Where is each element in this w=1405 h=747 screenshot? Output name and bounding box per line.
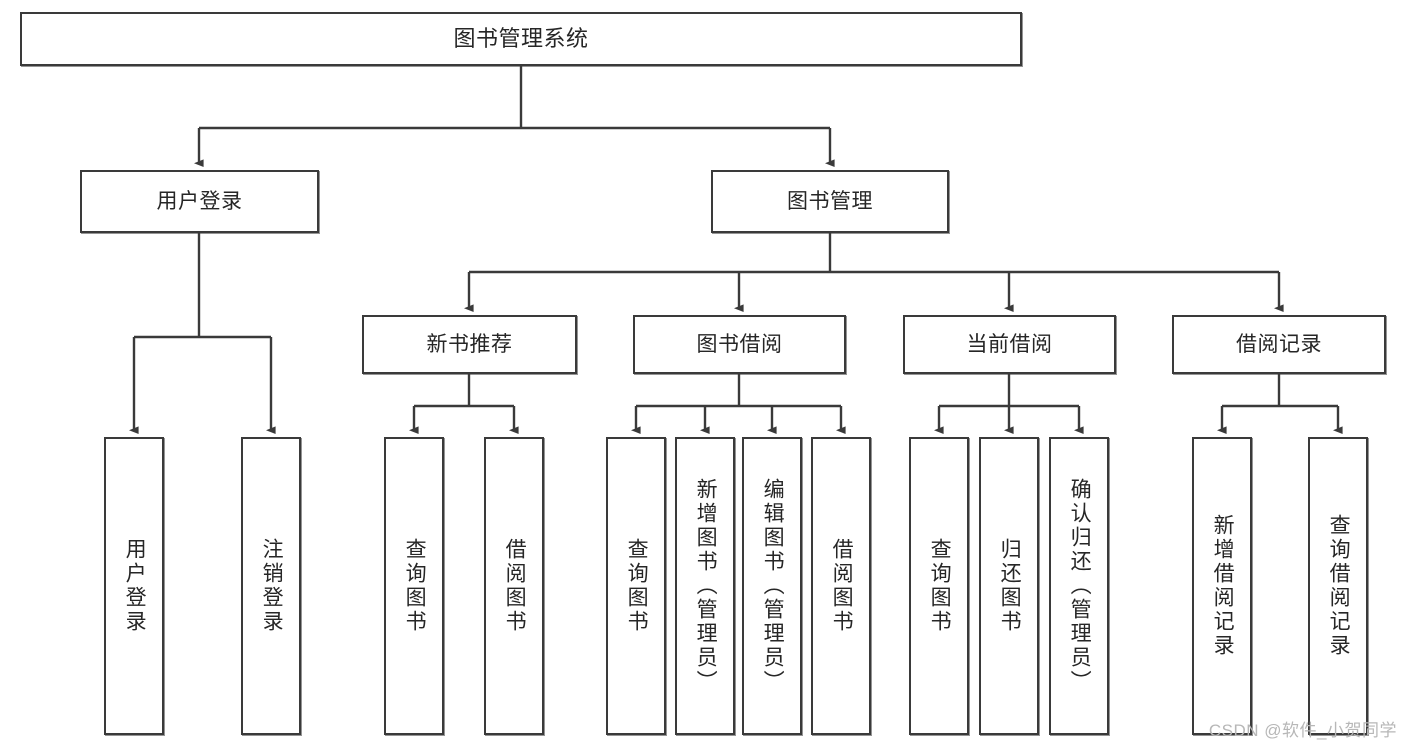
node-book-manage-label: 图书管理 — [787, 189, 873, 213]
node-leaf-add-record[interactable]: 新增借阅记录 — [1192, 437, 1252, 735]
node-leaf-logout-login-label: 注销登录 — [260, 538, 284, 634]
node-leaf-edit-book[interactable]: 编辑图书（管理员） — [742, 437, 802, 735]
node-leaf-query-book-2-label: 查询图书 — [625, 538, 649, 634]
node-leaf-query-book-1-label: 查询图书 — [403, 538, 427, 634]
node-leaf-borrow-book-2-label: 借阅图书 — [830, 538, 854, 634]
node-leaf-logout-login[interactable]: 注销登录 — [241, 437, 301, 735]
node-new-book-recommend[interactable]: 新书推荐 — [362, 315, 577, 374]
node-leaf-add-record-label: 新增借阅记录 — [1211, 514, 1235, 658]
node-leaf-borrow-book-1[interactable]: 借阅图书 — [484, 437, 544, 735]
node-leaf-query-book-2[interactable]: 查询图书 — [606, 437, 666, 735]
node-root-label: 图书管理系统 — [453, 25, 589, 51]
node-book-borrow[interactable]: 图书借阅 — [633, 315, 846, 374]
node-leaf-confirm-return[interactable]: 确认归还（管理员） — [1049, 437, 1109, 735]
node-new-book-recommend-label: 新书推荐 — [426, 332, 513, 356]
node-leaf-query-book-1[interactable]: 查询图书 — [384, 437, 444, 735]
node-leaf-add-book-label: 新增图书（管理员） — [694, 478, 718, 694]
node-current-borrow-label: 当前借阅 — [966, 332, 1053, 356]
node-current-borrow[interactable]: 当前借阅 — [903, 315, 1116, 374]
node-user-login-label: 用户登录 — [156, 189, 243, 213]
node-leaf-return-book-label: 归还图书 — [998, 538, 1022, 634]
node-leaf-add-book[interactable]: 新增图书（管理员） — [675, 437, 735, 735]
node-leaf-user-login-label: 用户登录 — [123, 538, 147, 634]
node-leaf-user-login[interactable]: 用户登录 — [104, 437, 164, 735]
node-book-manage[interactable]: 图书管理 — [711, 170, 949, 233]
watermark: CSDN @软件_小贺同学 — [1208, 721, 1397, 740]
node-borrow-record[interactable]: 借阅记录 — [1172, 315, 1386, 374]
node-leaf-confirm-return-label: 确认归还（管理员） — [1068, 478, 1092, 694]
node-leaf-return-book[interactable]: 归还图书 — [979, 437, 1039, 735]
node-leaf-query-book-3[interactable]: 查询图书 — [909, 437, 969, 735]
node-borrow-record-label: 借阅记录 — [1236, 332, 1322, 356]
node-book-borrow-label: 图书借阅 — [696, 332, 783, 356]
node-leaf-borrow-book-2[interactable]: 借阅图书 — [811, 437, 871, 735]
node-leaf-query-book-3-label: 查询图书 — [928, 538, 952, 634]
node-user-login[interactable]: 用户登录 — [80, 170, 319, 233]
node-leaf-query-record-label: 查询借阅记录 — [1327, 514, 1351, 658]
node-leaf-borrow-book-1-label: 借阅图书 — [503, 538, 527, 634]
node-root[interactable]: 图书管理系统 — [20, 12, 1022, 66]
node-leaf-query-record[interactable]: 查询借阅记录 — [1308, 437, 1368, 735]
node-leaf-edit-book-label: 编辑图书（管理员） — [761, 478, 785, 694]
